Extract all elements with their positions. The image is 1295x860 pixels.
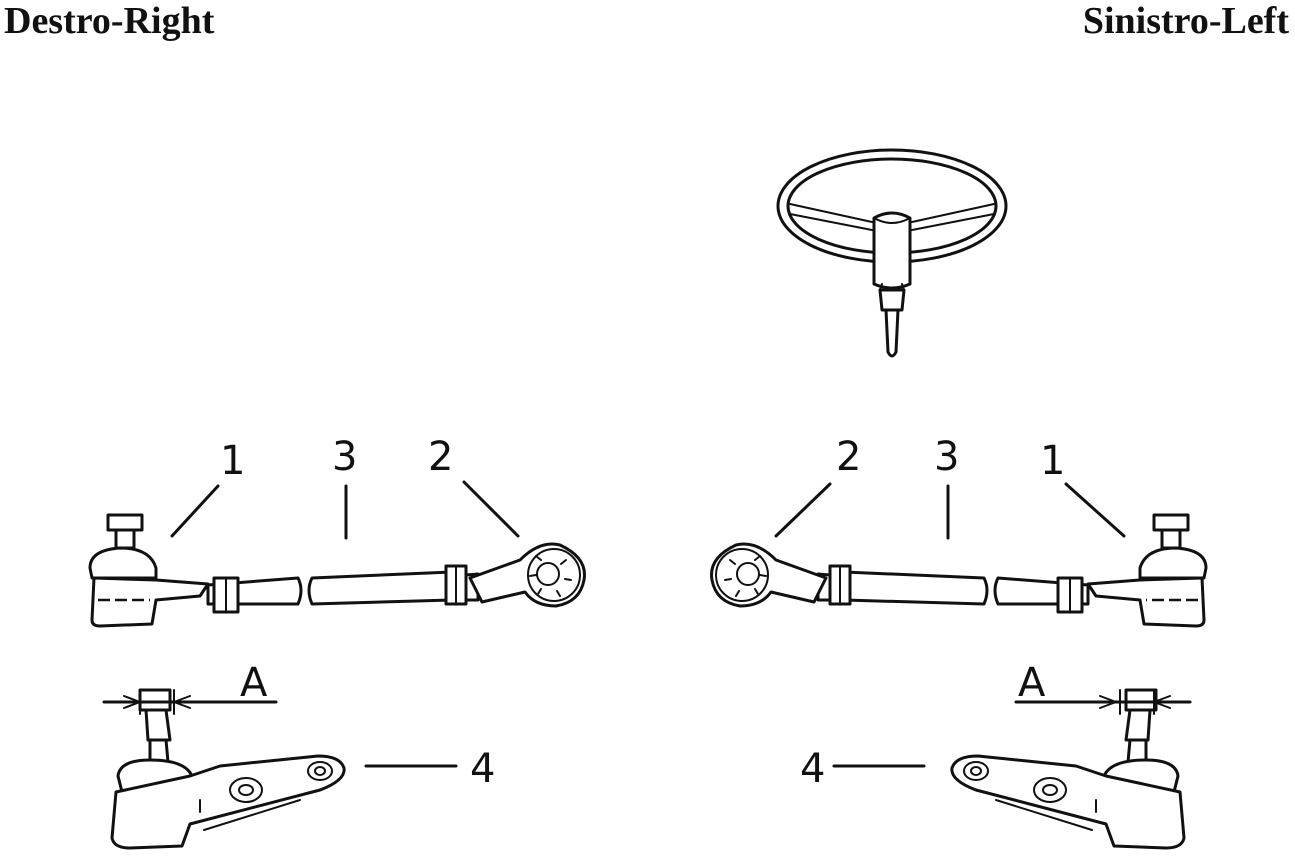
callout-2-right: 2 — [428, 434, 453, 480]
callout-2-left: 2 — [836, 434, 861, 480]
leader-2-right — [462, 480, 520, 538]
leader-1-left — [1064, 482, 1126, 538]
callout-3-left: 3 — [934, 434, 959, 480]
callout-1-right: 1 — [220, 438, 245, 484]
steering-wheel — [776, 148, 1008, 358]
dimension-ext-right — [139, 689, 175, 715]
callout-1-left: 1 — [1040, 438, 1065, 484]
right-side-tie-rod — [88, 513, 586, 628]
callout-3-right: 3 — [332, 434, 357, 480]
leader-1-right — [170, 484, 220, 538]
left-side-steering-arm — [950, 688, 1186, 850]
header-sinistro-left: Sinistro-Left — [1082, 0, 1289, 42]
right-side-steering-arm — [110, 688, 346, 850]
left-side-tie-rod — [710, 513, 1208, 628]
leader-2-left — [774, 482, 832, 538]
dimension-a-left: A — [1018, 660, 1046, 706]
header-destro-right: Destro-Right — [4, 0, 215, 42]
dimension-a-right: A — [240, 660, 268, 706]
dimension-ext-left — [1119, 689, 1155, 715]
callout-4-left: 4 — [800, 746, 825, 792]
callout-4-right: 4 — [470, 746, 495, 792]
